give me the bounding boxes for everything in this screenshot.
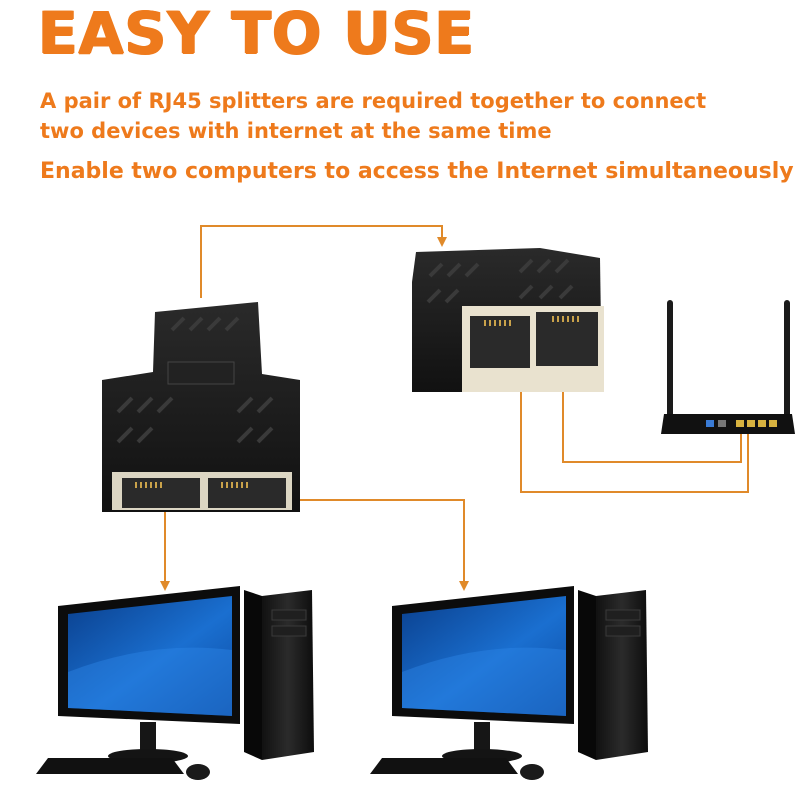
rj45-splitter-icon xyxy=(102,302,300,512)
splitter-link-line xyxy=(200,225,447,298)
router-link-line-1 xyxy=(520,350,749,493)
description-line-2: two devices with internet at the same ti… xyxy=(40,119,552,143)
desktop-computer-icon xyxy=(36,586,314,780)
desktop-computer-icon xyxy=(370,586,648,780)
wifi-router-icon xyxy=(661,300,795,434)
description-line-1: A pair of RJ45 splitters are required to… xyxy=(40,89,707,113)
rj45-splitter-icon xyxy=(412,248,604,392)
page-title: EASY TO USE xyxy=(38,0,476,67)
description: A pair of RJ45 splitters are required to… xyxy=(40,86,706,146)
router-link-line-2 xyxy=(562,350,742,463)
subtitle: Enable two computers to access the Inter… xyxy=(40,159,794,184)
